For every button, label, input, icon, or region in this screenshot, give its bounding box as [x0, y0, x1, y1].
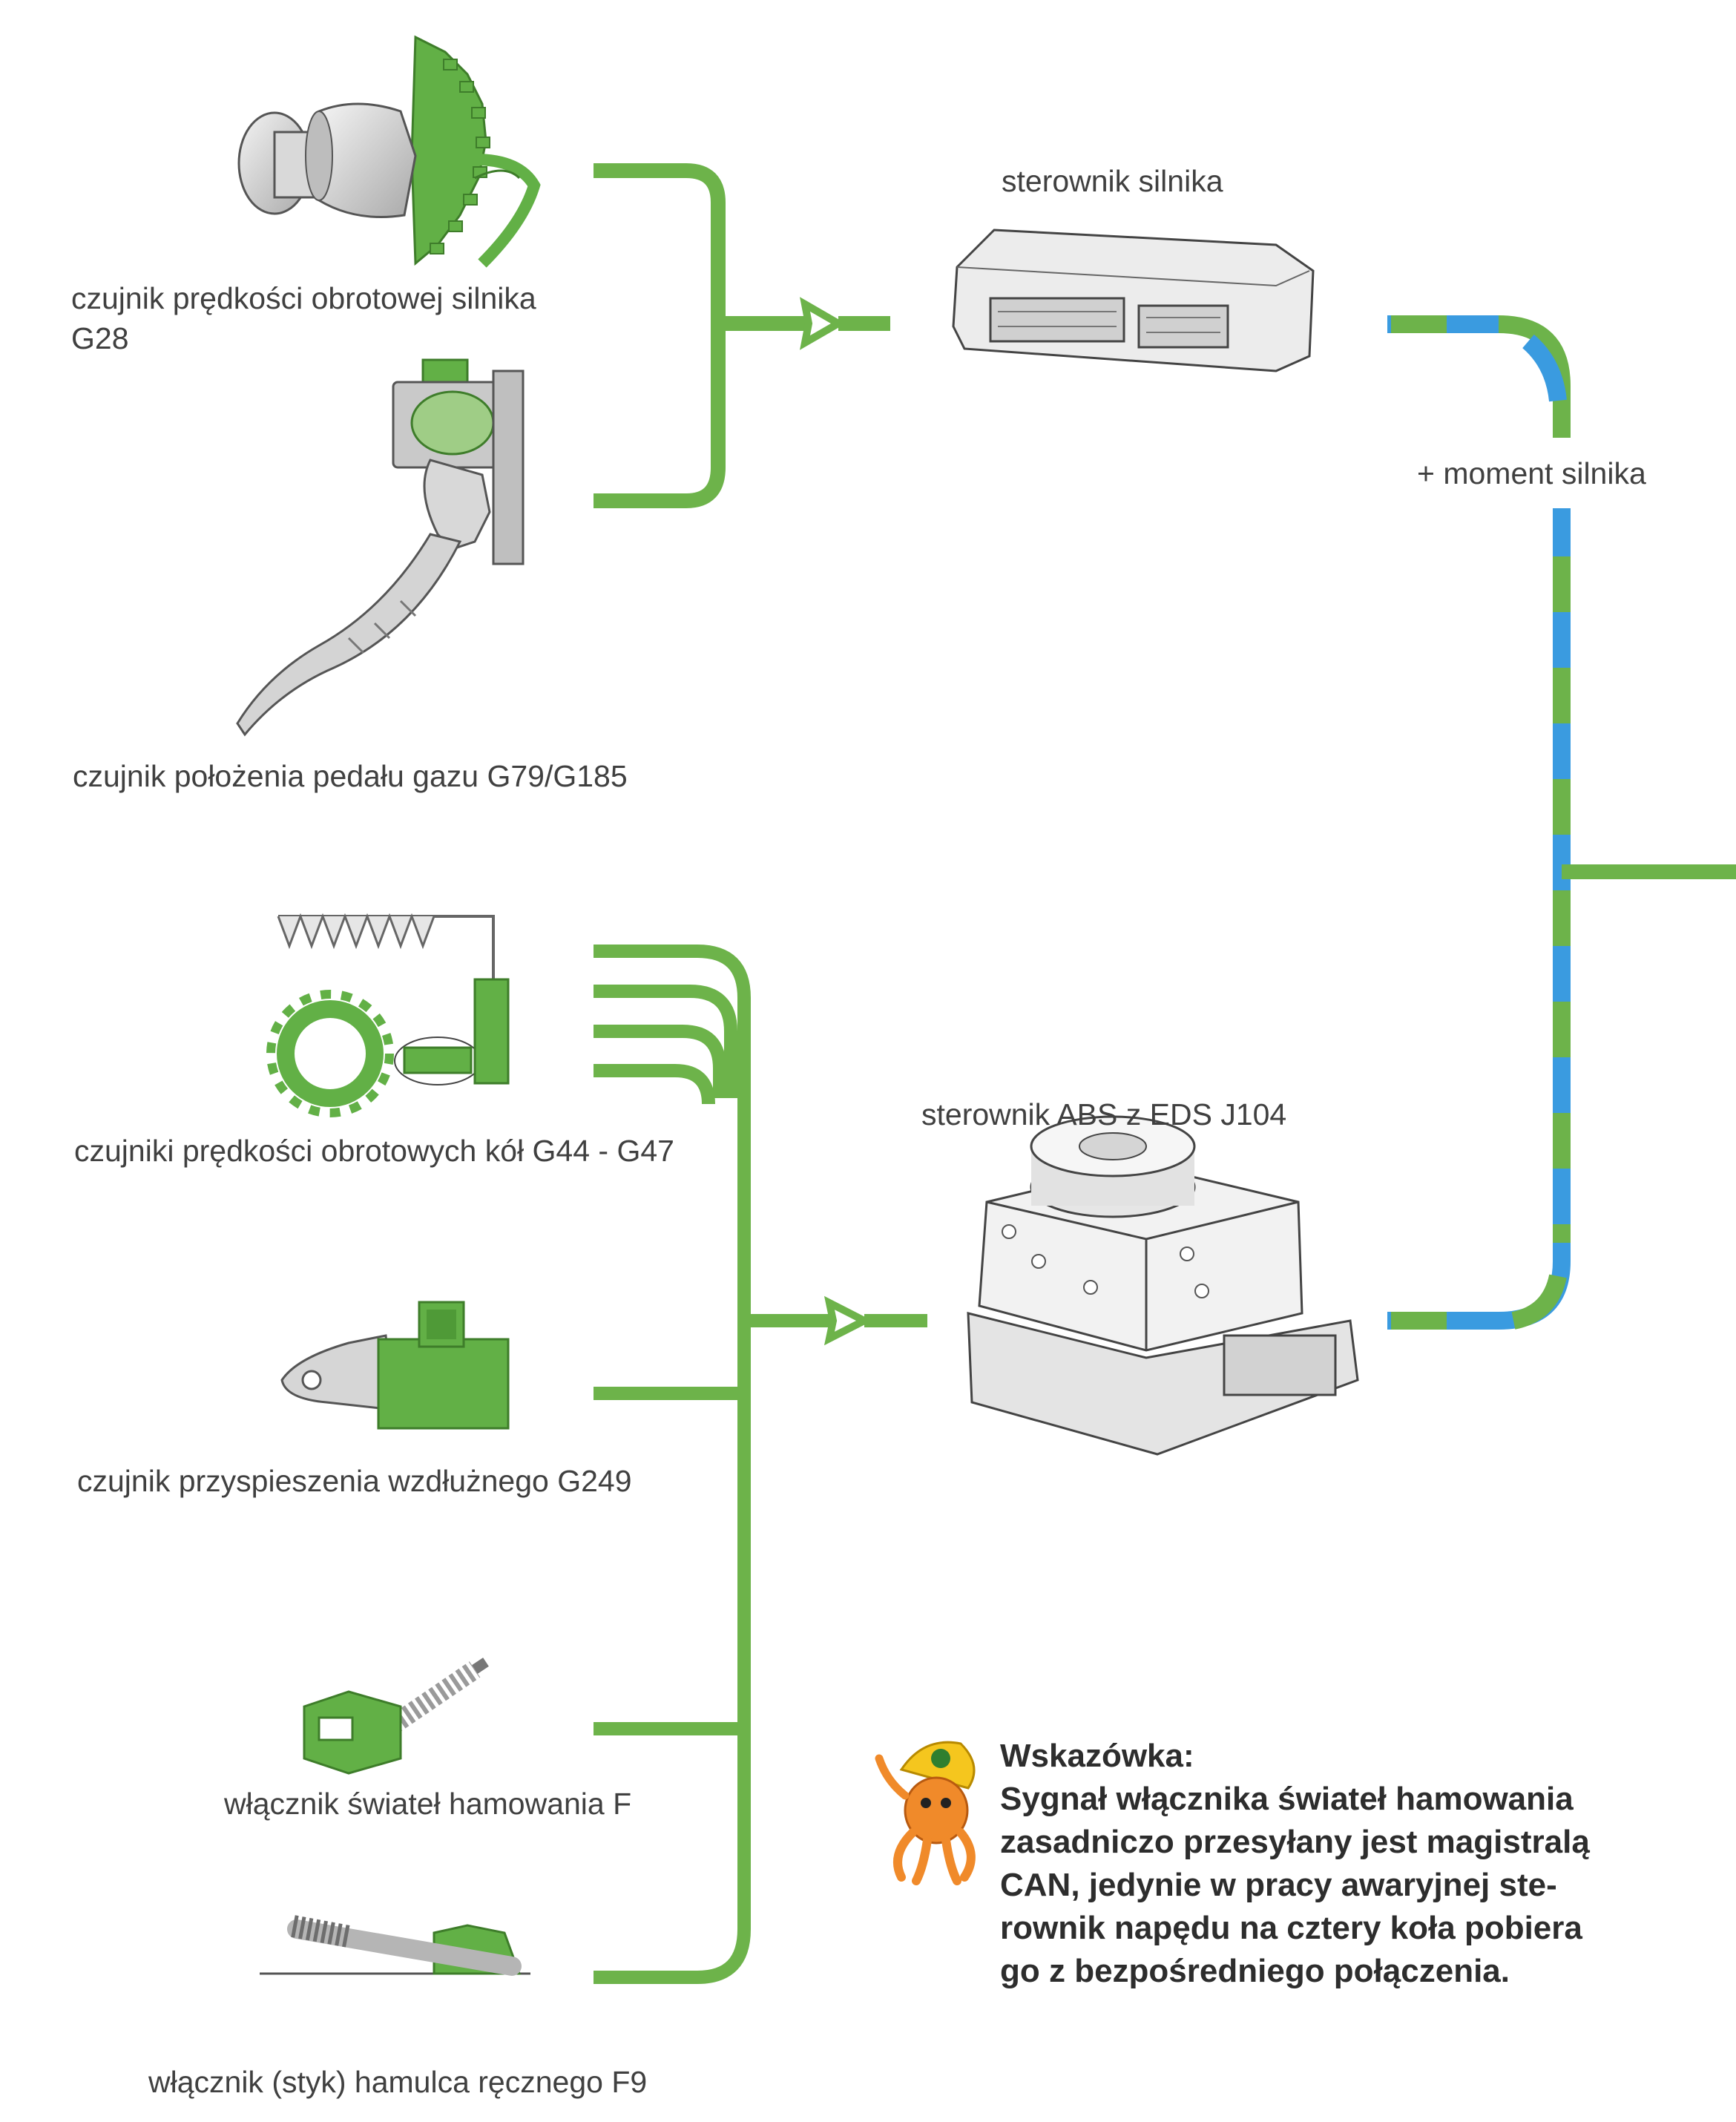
- hint-line: Sygnał włącznika świateł hamowania: [1000, 1781, 1574, 1817]
- brake-light-switch-label: włącznik świateł hamowania F: [224, 1787, 632, 1821]
- engine-ecu-icon: [952, 229, 1315, 372]
- wheel-speed-sensors-label: czujniki prędkości obrotowych kół G44 - …: [74, 1134, 674, 1168]
- accelerator-pedal-icon: [236, 358, 525, 737]
- abs-unit-icon: [967, 1115, 1359, 1456]
- hint-title: Wskazówka:: [1000, 1738, 1194, 1774]
- abs-inputs-connector: [594, 945, 831, 1984]
- accel-sensor-icon: [280, 1301, 510, 1430]
- hint-line: go z bezpośredniego połączenia.: [1000, 1953, 1510, 1989]
- can-bus-label: + moment silnika: [1417, 456, 1646, 490]
- hint-box: Wskazówka: Sygnał włącznika świateł hamo…: [1000, 1735, 1712, 1993]
- engine-speed-sensor-label: czujnik prędkości obrotowej silnika: [71, 281, 536, 315]
- brake-light-switch-icon: [303, 1658, 489, 1775]
- abs-input-arrow: [823, 1295, 872, 1346]
- hint-line: rownik napędu na cztery koła pobiera: [1000, 1910, 1582, 1946]
- engine-speed-sensor-icon: [237, 35, 541, 268]
- engine-input-arrow: [800, 297, 846, 350]
- accel-sensor-label: czujnik przyspieszenia wzdłużnego G249: [77, 1464, 632, 1498]
- pedal-sensor-label: czujnik położenia pedału gazu G79/G185: [73, 759, 628, 793]
- handbrake-switch-label: włącznik (styk) hamulca ręcznego F9: [148, 2065, 648, 2099]
- hint-line: zasadniczo przesyłany jest magistralą: [1000, 1824, 1590, 1860]
- abs-input-stub: [864, 1314, 927, 1327]
- abs-ecu-label: sterownik ABS z EDS J104: [921, 1097, 1287, 1131]
- mascot-icon: [875, 1741, 976, 1885]
- handbrake-switch-icon: [260, 1915, 530, 1976]
- engine-input-stub: [838, 316, 890, 331]
- hint-line: CAN, jedynie w pracy awaryjnej ste-: [1000, 1867, 1557, 1903]
- engine-inputs-connector: [594, 163, 809, 508]
- can-bus: [1387, 315, 1736, 1330]
- engine-speed-sensor-code: G28: [71, 321, 129, 355]
- engine-ecu-label: sterownik silnika: [1002, 164, 1223, 198]
- wheel-speed-sensor-icon: [266, 913, 510, 1117]
